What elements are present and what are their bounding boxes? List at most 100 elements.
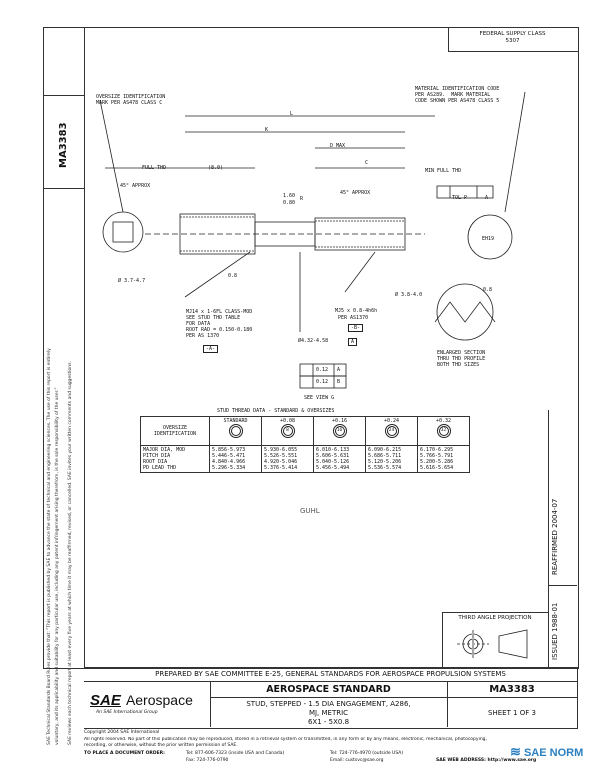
title-block (84, 667, 578, 729)
oversize-mark-icon: 32 (436, 424, 451, 438)
table-cell: 6.090-6.215 5.686-5.711 5.120-5.206 5.53… (365, 445, 418, 473)
dia-right: Ø 3.8-4.0 (395, 292, 423, 298)
table-header-row: OVERSIZE IDENTIFICATION STANDARD +0.08 8… (140, 416, 470, 446)
radius-r: R (300, 196, 304, 202)
title-block-vline-2 (447, 681, 448, 727)
sae-logo-text: SAE (90, 692, 121, 709)
table-header-label: OVERSIZE IDENTIFICATION (140, 416, 210, 446)
watermark: ≋ SAE NORM (510, 744, 583, 760)
eh-code: EH19 (482, 236, 495, 242)
datum-a: -A- (203, 345, 219, 353)
order-label: TO PLACE A DOCUMENT ORDER: (84, 751, 165, 756)
tol-label: TOL P (452, 195, 468, 201)
federal-supply-class-value: 5307 (505, 38, 520, 44)
sheet-number: SHEET 1 OF 3 (488, 709, 536, 717)
sae-logo: SAE Aerospace (90, 690, 193, 709)
table-col-24: +0.24 24 (365, 416, 418, 446)
tel-inside: Tel: 877-606-7323 (inside USA and Canada… (186, 751, 285, 756)
desc-line-3: 6X1 - 5X0.8 (307, 718, 350, 726)
col-header-label: +0.16 (331, 418, 348, 424)
doc-number: MA3383 (489, 684, 535, 695)
table-col-16: +0.16 16 (313, 416, 366, 446)
tol-ref: A (485, 195, 489, 201)
right-column-divider (548, 410, 549, 667)
gdt2-value: 0.12 (316, 379, 329, 385)
table-col-08: +0.08 8 (261, 416, 314, 446)
right-end-view (467, 214, 513, 260)
see-view-label: SEE VIEW G (304, 395, 335, 401)
watermark-icon: ≋ (510, 744, 521, 759)
enlarged-section-note: ENLARGED SECTION THRU THD PROFILE BOTH T… (437, 350, 486, 368)
oversize-mark-icon: 24 (384, 424, 399, 438)
rights-text: All rights reserved. No part of this pub… (84, 737, 487, 742)
radius-bottom: 0.80 (283, 200, 296, 206)
stud-small-thread (314, 217, 406, 251)
table-cell: 5.856-5.973 5.446-5.471 4.840-4.966 5.29… (209, 445, 262, 473)
gdt1-value: 0.12 (316, 367, 329, 373)
table-row-labels: MAJOR DIA, MOD PITCH DIA ROOT DIA PD LEA… (140, 445, 210, 473)
watermark-text: SAE NORM (523, 747, 584, 759)
note-oversize: OVERSIZE IDENTIFICATION MARK PER AS478 C… (96, 94, 166, 106)
federal-supply-class-box (448, 27, 578, 52)
drawing-frame (43, 27, 579, 669)
dim-d-max: D MAX (330, 143, 346, 149)
projection-box (442, 612, 549, 668)
title-block-vline-1 (210, 681, 211, 727)
oversize-mark-icon: 16 (332, 424, 347, 438)
table-cell: 5.930-6.055 5.526-5.551 4.920-5.046 5.37… (261, 445, 314, 473)
full-thd-label: FULL THD (142, 165, 167, 171)
dim-k: K (265, 127, 269, 133)
thread-profile (434, 301, 496, 323)
table-cell: 6.010-6.133 5.606-5.631 5.040-5.126 5.45… (313, 445, 366, 473)
angle-right: 0.8 (483, 287, 493, 293)
desc-line-2: MJ, METRIC (308, 709, 349, 717)
notice-line-1: SAE Technical Standards Board Rules prov… (47, 348, 52, 745)
min-full-thd-label: MIN FULL THD (425, 168, 462, 174)
note-material: MATERIAL IDENTIFICATION CODE PER AS289. … (415, 86, 500, 104)
thread-right-spec-2: PER AS1370 (338, 315, 369, 321)
desc-line-1: STUD, STEPPED - 1.5 DIA ENGAGEMENT, A286… (246, 700, 411, 708)
thread-right-spec: MJ5 x 0.8-4h6h (335, 308, 378, 314)
thread-left-spec: MJ14 x 1-6FL CLASS-MOD SEE STUD THD TABL… (186, 309, 253, 339)
aerospace-word: Aerospace (125, 692, 193, 708)
issued-text: ISSUED 1988-01 (551, 602, 559, 660)
tel-outside: Tel: 724-776-4970 (outside USA) (330, 751, 404, 756)
rights-text-2: recording, or otherwise, without the pri… (84, 743, 238, 748)
angle-left: 0.8 (228, 273, 238, 279)
fax: Fax: 724-776-0790 (186, 758, 229, 763)
doc-number-box (43, 95, 84, 189)
federal-supply-class-label: FEDERAL SUPPLY CLASS (479, 31, 546, 37)
dim-c: C (365, 160, 369, 166)
copyright: Copyright 2004 SAE International (84, 730, 160, 735)
stud-drawing (99, 91, 526, 389)
dim-8-0: (8.0) (208, 165, 224, 171)
thread-data-table: OVERSIZE IDENTIFICATION STANDARD +0.08 8… (140, 416, 470, 473)
title-block-hline (84, 681, 577, 682)
table-cell: 6.170-6.295 5.766-5.791 5.200-5.286 5.61… (417, 445, 470, 473)
notice-line-3: SAE reviews each technical report at lea… (68, 361, 73, 745)
col-header-label: STANDARD (223, 418, 248, 424)
dim-l: L (290, 111, 294, 117)
oversize-mark-icon (228, 424, 243, 438)
approx-45-right: 45° APPROX (340, 190, 371, 196)
dia-center: Ø4.32-4.58 (298, 338, 329, 344)
radius-top: 1.60 (283, 193, 296, 199)
table-row: MAJOR DIA, MOD PITCH DIA ROOT DIA PD LEA… (140, 445, 470, 473)
dia-left: Ø 3.7-4.7 (118, 278, 146, 284)
table-col-standard: STANDARD (209, 416, 262, 446)
email: Email: custsvc@sae.org (330, 758, 384, 763)
prepared-by: PREPARED BY SAE COMMITTEE E-25, GENERAL … (155, 670, 506, 678)
col-header-label: +0.24 (383, 418, 400, 424)
left-column-divider (84, 27, 85, 667)
table-col-32: +0.32 32 (417, 416, 470, 446)
thread-table-title: STUD THREAD DATA - STANDARD & OVERSIZES (217, 408, 335, 414)
projection-label: THIRD ANGLE PROJECTION (458, 615, 532, 621)
table-footnote: GUHL (300, 507, 320, 515)
col-header-label: +0.32 (435, 418, 452, 424)
left-end-view (102, 211, 144, 253)
right-strip-divider (548, 585, 577, 586)
logo-subtitle: An SAE International Group (96, 710, 158, 715)
gdt2-ref: B (337, 379, 341, 385)
ref-box-a: A (348, 338, 358, 346)
web-address: SAE WEB ADDRESS: http://www.sae.org (436, 758, 537, 763)
